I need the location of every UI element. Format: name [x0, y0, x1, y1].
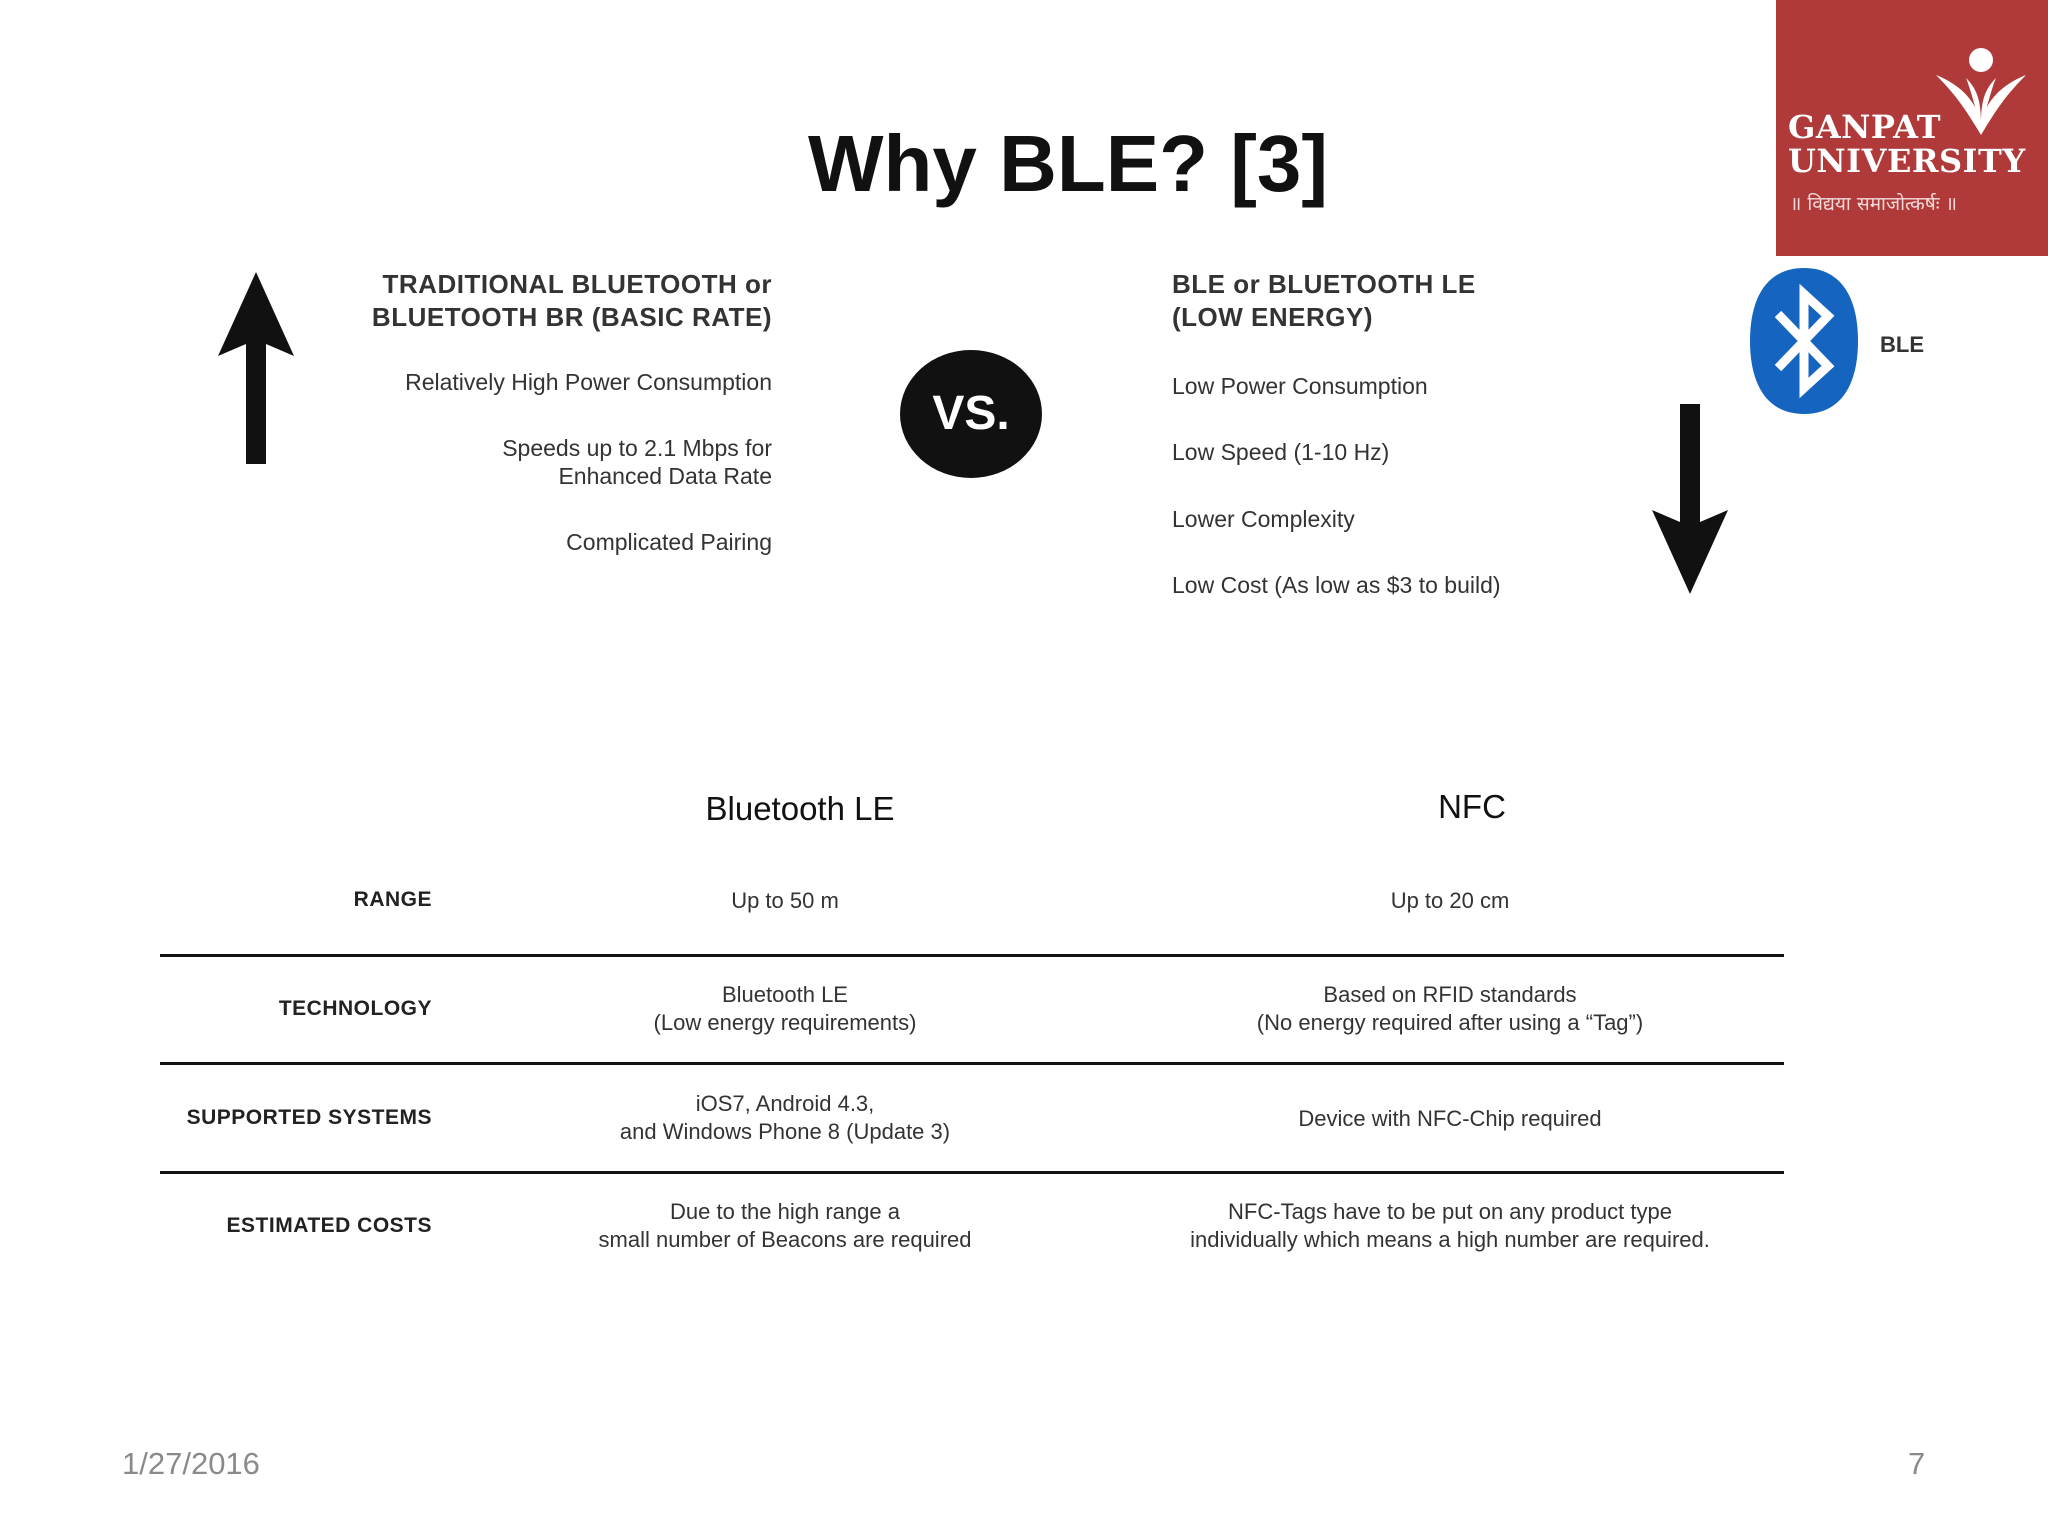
cell-systems-nfc: Device with NFC-Chip required	[1298, 1106, 1602, 1131]
right-item-cost: Low Cost (As low as $3 to build)	[1172, 572, 1501, 598]
table-divider	[160, 954, 1784, 957]
cell-technology-nfc: Based on RFID standards (No energy requi…	[1256, 982, 1644, 1035]
right-item-power: Low Power Consumption	[1172, 373, 1428, 399]
logo-motto: ॥ विद्यया समाजोत्कर्षः ॥	[1790, 193, 1957, 215]
left-item-speed: Speeds up to 2.1 Mbps for Enhanced Data …	[502, 435, 772, 489]
cell-costs-ble: Due to the high range a small number of …	[598, 1199, 972, 1252]
left-item-pairing: Complicated Pairing	[566, 529, 772, 555]
right-item-complexity: Lower Complexity	[1172, 506, 1355, 532]
logo-line-2: UNIVERSITY	[1788, 142, 2026, 180]
arrow-down-icon	[1652, 404, 1728, 594]
traditional-bluetooth-heading: TRADITIONAL BLUETOOTH or BLUETOOTH BR (B…	[371, 269, 772, 332]
row-label-technology: TECHNOLOGY	[278, 997, 432, 1020]
lotus-emblem-icon	[1936, 48, 2026, 135]
column-header-nfc: NFC	[1438, 788, 1506, 825]
cell-technology-ble: Bluetooth LE (Low energy requirements)	[653, 982, 917, 1035]
left-item-power: Relatively High Power Consumption	[405, 369, 772, 395]
arrow-up-icon	[218, 272, 294, 464]
right-item-speed: Low Speed (1-10 Hz)	[1172, 439, 1390, 465]
slide-title: Why BLE? [3]	[808, 119, 1328, 208]
footer-page-number: 7	[1908, 1446, 1926, 1481]
bluetooth-logo-icon	[1750, 268, 1858, 414]
column-header-bluetooth-le: Bluetooth LE	[705, 790, 895, 827]
ble-heading: BLE or BLUETOOTH LE (LOW ENERGY)	[1172, 269, 1476, 332]
cell-range-nfc: Up to 20 cm	[1390, 888, 1510, 913]
row-label-range: RANGE	[353, 888, 432, 911]
table-divider	[160, 1171, 1784, 1174]
vs-badge: VS.	[900, 350, 1042, 478]
table-divider	[160, 1062, 1784, 1065]
ble-badge-label: BLE	[1880, 332, 1924, 357]
cell-range-ble: Up to 50 m	[731, 888, 839, 913]
footer-date: 1/27/2016	[122, 1446, 260, 1481]
cell-systems-ble: iOS7, Android 4.3, and Windows Phone 8 (…	[619, 1091, 951, 1144]
ganpat-university-logo: GANPAT UNIVERSITY ॥ विद्यया समाजोत्कर्षः…	[1776, 0, 2048, 256]
row-label-supported-systems: SUPPORTED SYSTEMS	[186, 1106, 432, 1129]
row-label-estimated-costs: ESTIMATED COSTS	[226, 1214, 432, 1237]
cell-costs-nfc: NFC-Tags have to be put on any product t…	[1190, 1199, 1710, 1252]
logo-line-1: GANPAT	[1788, 108, 1942, 146]
